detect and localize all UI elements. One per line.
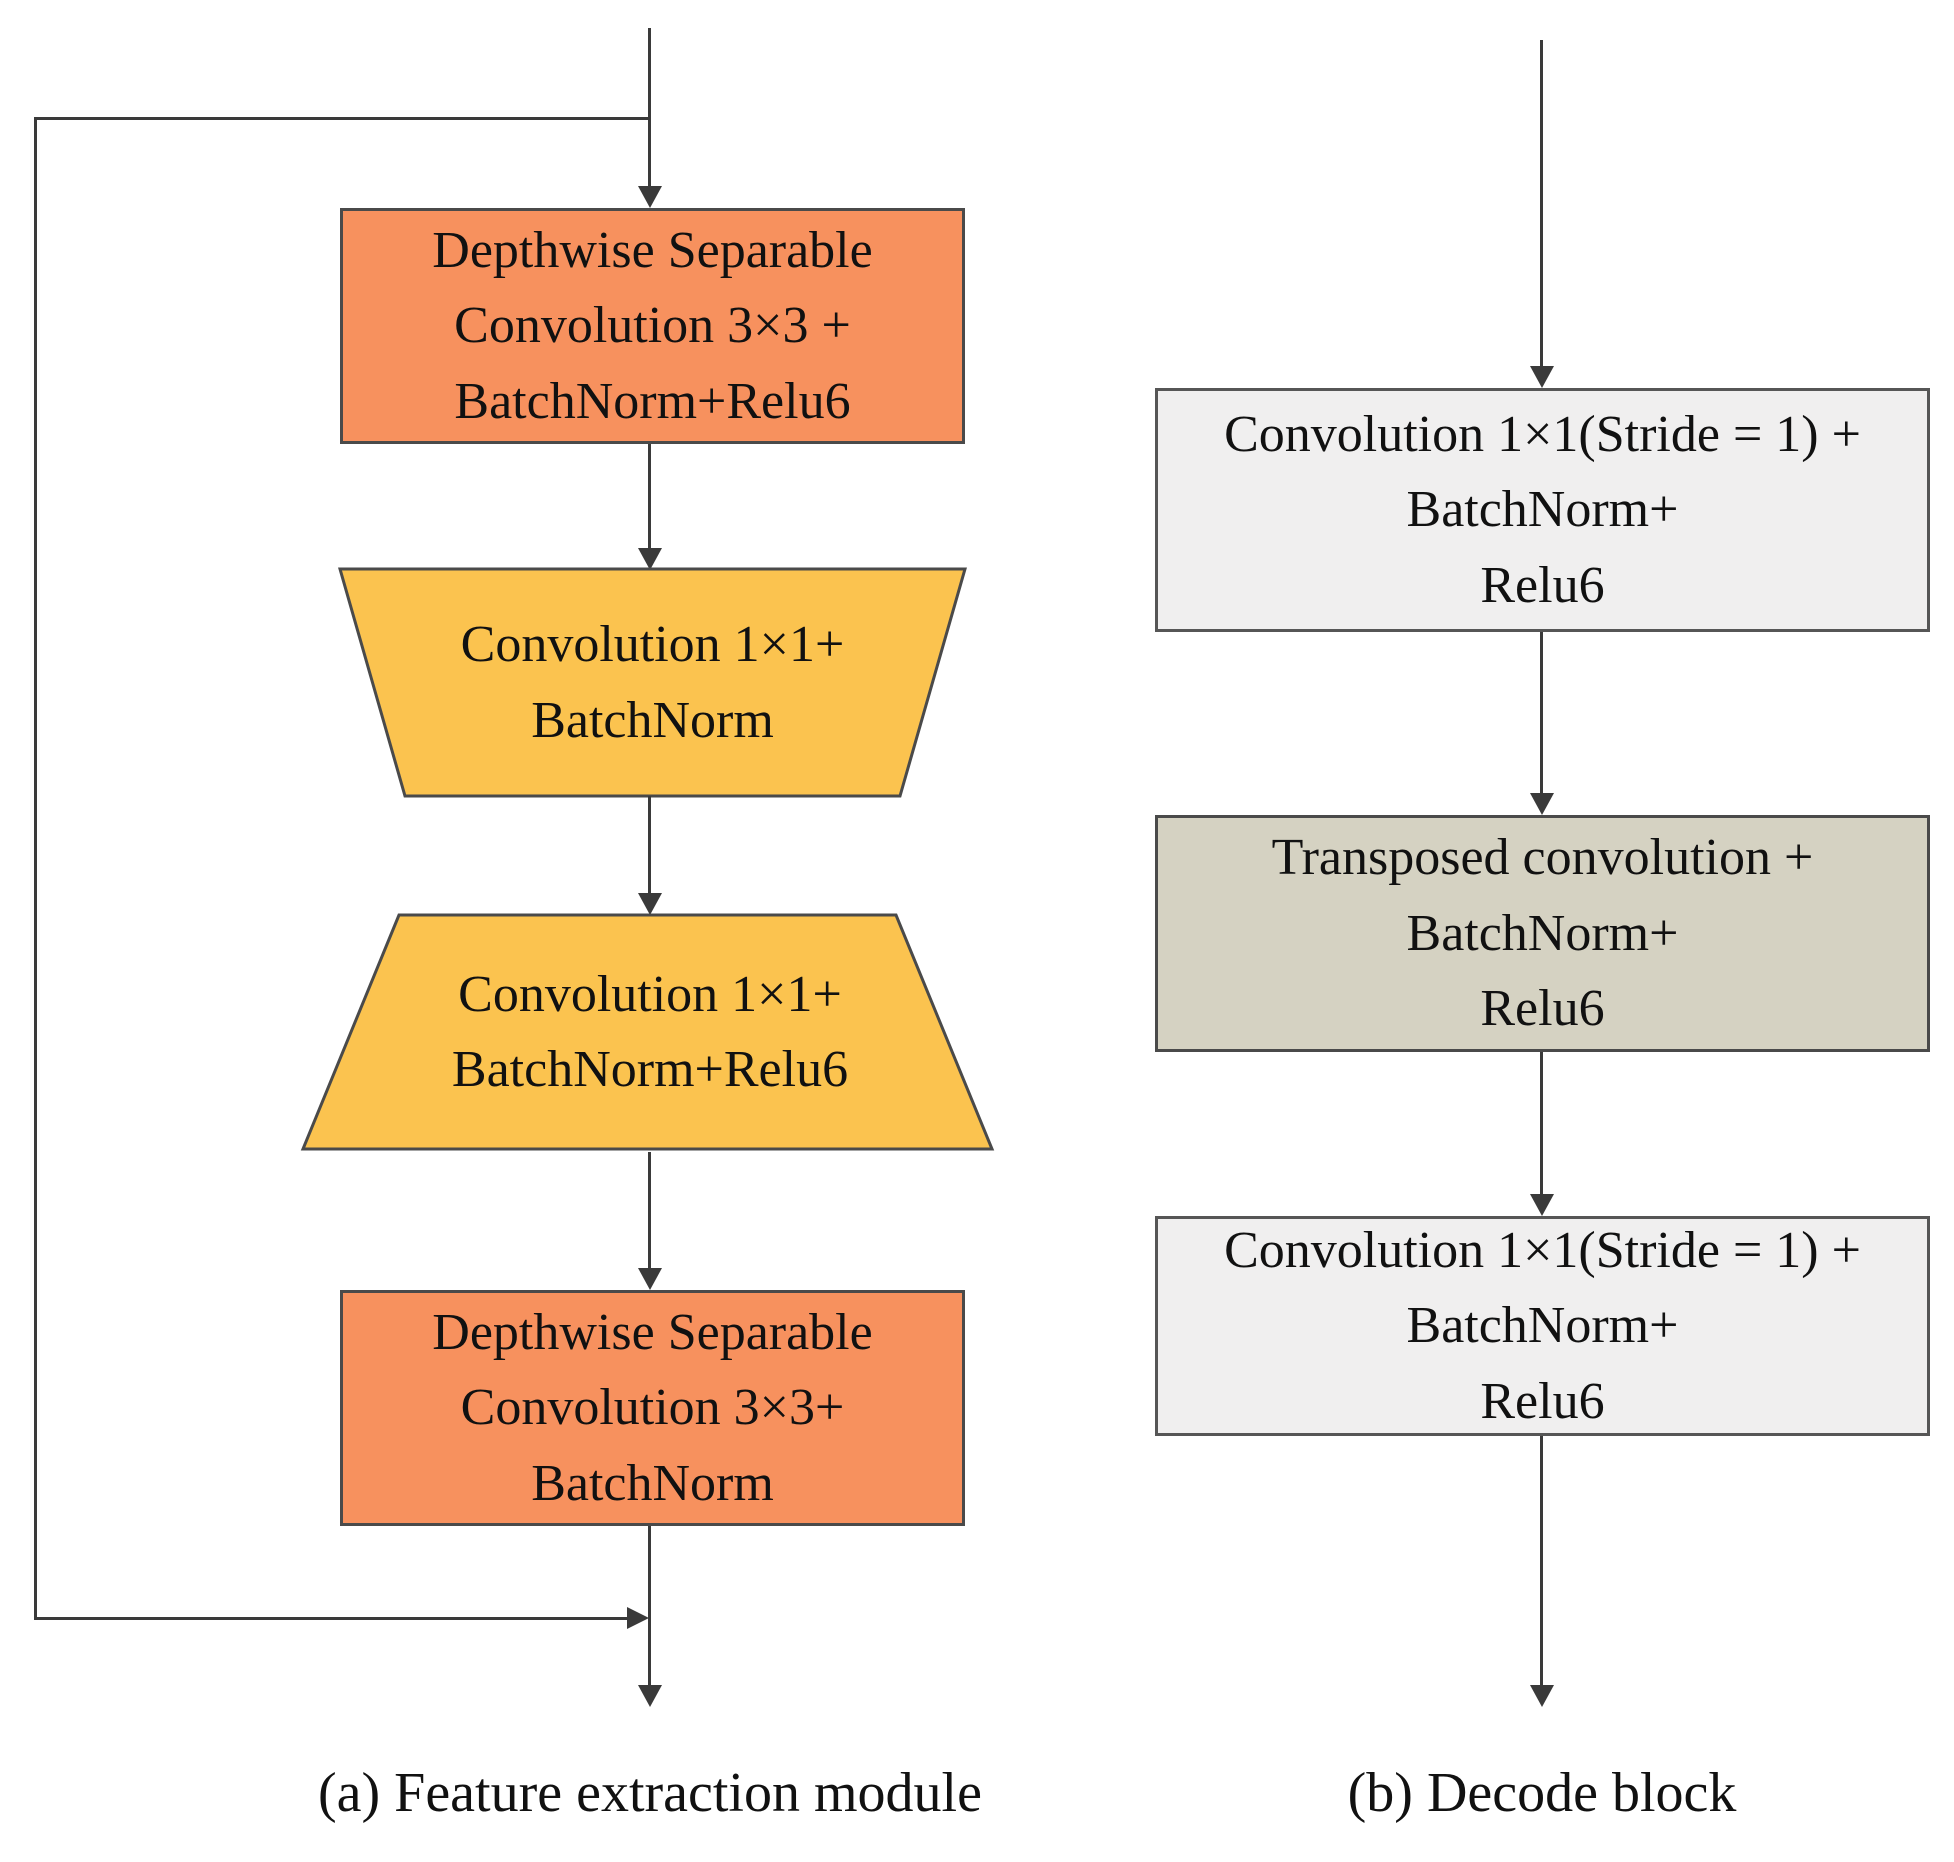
caption-feature-extraction-module: (a) Feature extraction module [318,1762,982,1824]
arrowhead-icon [638,548,662,570]
arrowhead-icon [1530,793,1554,815]
conv1x1-batchnorm-relu6-trapezoid [300,913,995,1151]
output-arrowhead-icon [1530,1685,1554,1707]
conv1x1-batchnorm-relu6-label: Convolution 1×1+ BatchNorm+Relu6 [451,965,849,1098]
connector-line [648,1152,651,1268]
arrowhead-icon [638,186,662,208]
arrowhead-icon [638,893,662,915]
arrowhead-icon [1530,366,1554,388]
input-line [1540,40,1543,368]
arrowhead-icon [1530,1194,1554,1216]
skip-connection-bottom-line [34,1617,627,1620]
output-arrowhead-icon [638,1685,662,1707]
connector-line [648,796,651,893]
conv1x1-stride1-block-2: Convolution 1×1(Stride = 1) + BatchNorm+… [1155,1216,1930,1436]
output-line [1540,1436,1543,1685]
conv1x1-batchnorm-trapezoid [338,567,967,798]
connector-line [1540,632,1543,793]
output-line [648,1526,651,1685]
conv1x1-batchnorm-label: Convolution 1×1+ BatchNorm [460,616,845,749]
caption-decode-block: (b) Decode block [1347,1762,1737,1824]
skip-connection-top-line [34,117,650,120]
conv1x1-stride1-block-1: Convolution 1×1(Stride = 1) + BatchNorm+… [1155,388,1930,632]
arrowhead-icon [638,1268,662,1290]
merge-arrowhead-icon [627,1607,649,1629]
skip-connection-left-line [34,117,37,1620]
connector-line [648,444,651,550]
depthwise-separable-conv-block-2: Depthwise Separable Convolution 3×3+ Bat… [340,1290,965,1526]
depthwise-separable-conv-block-1: Depthwise Separable Convolution 3×3 + Ba… [340,208,965,444]
connector-line [1540,1052,1543,1194]
input-line [648,28,651,188]
transposed-convolution-block: Transposed convolution + BatchNorm+ Relu… [1155,815,1930,1052]
